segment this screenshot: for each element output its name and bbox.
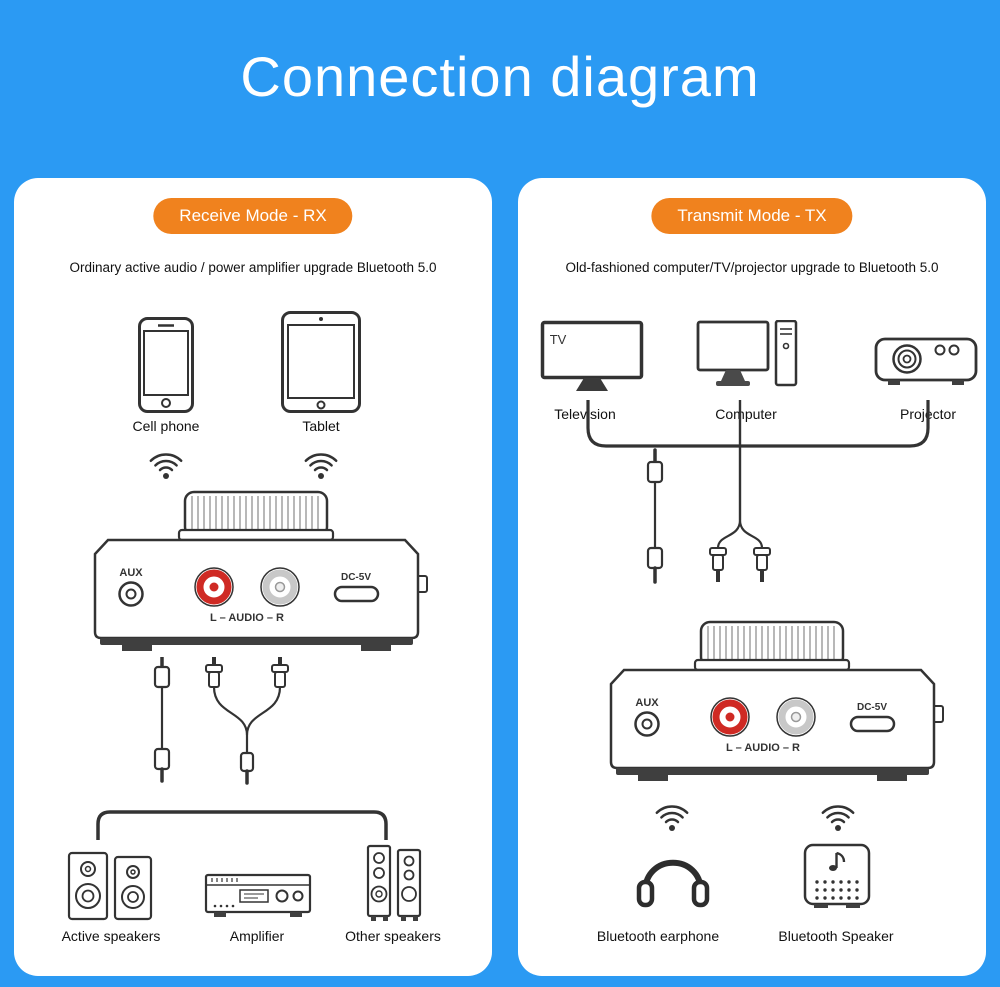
aux-cable-icon <box>153 657 171 783</box>
source-cables-icon <box>558 400 958 618</box>
aux-cable-icon <box>646 448 664 584</box>
receive-mode-badge: Receive Mode - RX <box>153 198 353 234</box>
rca-y-cable-icon <box>205 657 289 785</box>
tower-speakers-icon <box>366 844 422 924</box>
rca-jack-white-icon <box>776 697 816 737</box>
power-port-label: DC-5V <box>857 702 887 713</box>
television-label: Television <box>554 406 616 422</box>
aux-port-label: AUX <box>119 567 143 579</box>
active-speakers-icon <box>67 850 155 922</box>
wireless-signal-icon <box>144 446 188 480</box>
cell-phone-icon <box>137 316 195 414</box>
music-note-icon <box>829 851 846 871</box>
active-speakers-label: Active speakers <box>61 928 161 944</box>
computer-icon <box>696 320 798 400</box>
other-speakers-label: Other speakers <box>345 928 441 944</box>
tablet-label: Tablet <box>302 418 340 434</box>
tv-screen-text: TV <box>550 332 567 347</box>
receive-mode-panel: Receive Mode - RX Ordinary active audio … <box>14 178 492 976</box>
connection-bracket-line <box>92 808 392 840</box>
amplifier-label: Amplifier <box>229 928 285 944</box>
page-title: Connection diagram <box>240 45 760 108</box>
transmit-mode-badge: Transmit Mode - TX <box>651 198 853 234</box>
aux-port-label: AUX <box>635 697 659 709</box>
television-icon: TV <box>540 320 644 400</box>
rca-y-cable-icon <box>709 519 771 582</box>
transmit-mode-subtitle: Old-fashioned computer/TV/projector upgr… <box>565 260 939 275</box>
projector-icon <box>874 328 978 390</box>
wireless-signal-icon <box>816 798 860 832</box>
computer-label: Computer <box>715 406 777 422</box>
cell-phone-label: Cell phone <box>132 418 200 434</box>
tablet-icon <box>280 310 362 414</box>
power-port-label: DC-5V <box>341 572 371 583</box>
bluetooth-speaker-label: Bluetooth Speaker <box>778 928 894 944</box>
usb-c-port-icon <box>333 585 380 603</box>
wireless-signal-icon <box>299 446 343 480</box>
bluetooth-adapter-device-icon: AUX L – AUDIO – R DC-5V <box>600 620 945 788</box>
receive-mode-subtitle: Ordinary active audio / power amplifier … <box>69 260 437 275</box>
rca-jack-red-icon <box>710 697 750 737</box>
audio-ports-label: L – AUDIO – R <box>726 742 800 754</box>
bluetooth-earphone-label: Bluetooth earphone <box>596 928 720 944</box>
rca-jack-red-icon <box>194 567 234 607</box>
bluetooth-adapter-device-icon: AUX L – AUDIO – R DC-5V <box>84 490 429 658</box>
volume-knob-icon <box>693 620 851 672</box>
bluetooth-speaker-icon <box>802 838 872 912</box>
wireless-signal-icon <box>650 798 694 832</box>
audio-cables-icon <box>74 657 394 805</box>
usb-c-port-icon <box>849 715 896 733</box>
amplifier-icon <box>204 866 312 921</box>
headphones-icon <box>636 840 710 912</box>
volume-knob-icon <box>177 490 335 542</box>
audio-ports-label: L – AUDIO – R <box>210 612 284 624</box>
rca-jack-white-icon <box>260 567 300 607</box>
transmit-mode-panel: Transmit Mode - TX Old-fashioned compute… <box>518 178 986 976</box>
